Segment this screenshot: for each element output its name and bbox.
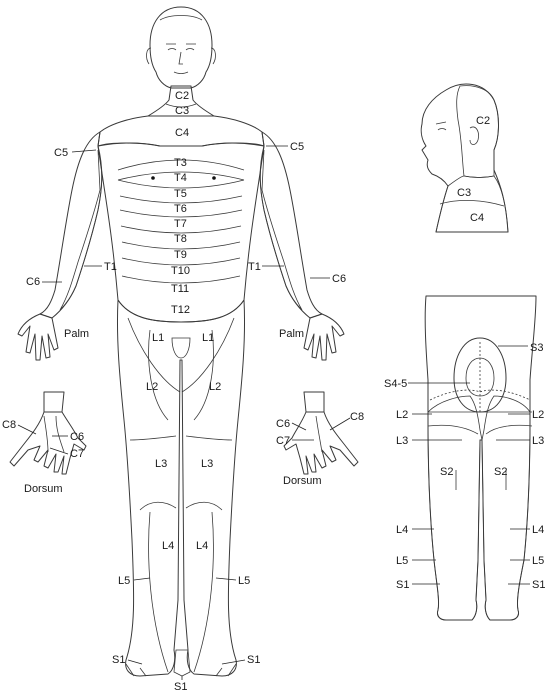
label-t1-right: T1: [248, 261, 261, 273]
dorsum-left-caption: Dorsum: [24, 483, 63, 495]
head-profile-label-c4: C4: [470, 212, 484, 224]
back-label-s2-right: S2: [494, 466, 507, 478]
right-arm: [259, 131, 323, 319]
front-labels: C2 C3 C4 C5 C5 T3 T4 T5 T6 T7 T8 T9 T10 …: [26, 90, 346, 693]
label-t12: T12: [171, 304, 190, 316]
label-l2-left: L2: [146, 381, 158, 393]
dorsum-right-hand-shape: [283, 411, 359, 475]
back-label-s3: S3: [530, 342, 543, 354]
label-c6-left: C6: [26, 276, 40, 288]
label-c2: C2: [175, 90, 189, 102]
back-label-l5-right: L5: [532, 555, 544, 567]
right-palm: [303, 313, 345, 361]
head-profile: C2 C3 C4: [420, 83, 509, 233]
back-label-l4-right: L4: [532, 524, 544, 536]
dorsum-right-caption: Dorsum: [283, 475, 322, 487]
left-palm: [17, 313, 59, 361]
back-label-l2-right: L2: [532, 409, 544, 421]
label-l5-right: L5: [238, 575, 250, 587]
label-c5-right: C5: [290, 141, 304, 153]
dorsum-left-hand-shape: [9, 411, 87, 475]
label-t11: T11: [171, 283, 189, 295]
dorsum-right-label-c8: C8: [350, 411, 364, 423]
front-head: [149, 6, 213, 89]
front-body-figure: [17, 6, 345, 677]
label-l4-left: L4: [162, 540, 174, 552]
head-profile-label-c3: C3: [457, 187, 471, 199]
label-s1-right: S1: [247, 654, 260, 666]
dorsum-left-hand: C8 C6 C7 Dorsum: [2, 391, 87, 495]
back-label-s45: S4-5: [384, 378, 407, 390]
dorsum-left-label-c8: C8: [2, 419, 16, 431]
dorsum-right-label-c7: C7: [276, 435, 290, 447]
left-arm-t1-strip: [59, 149, 103, 311]
legs-lumbar: [116, 299, 246, 677]
label-t7: T7: [174, 218, 187, 230]
label-t5: T5: [174, 188, 187, 200]
back-legs-sacral: [427, 395, 531, 621]
back-legs-shape: [424, 295, 537, 621]
back-label-l3-right: L3: [532, 435, 544, 447]
head-profile-label-c2: C2: [476, 115, 490, 127]
label-c5-left: C5: [54, 147, 68, 159]
label-t9: T9: [174, 249, 187, 261]
label-c4: C4: [175, 127, 189, 139]
label-l3-right: L3: [201, 458, 213, 470]
label-t1-left: T1: [104, 261, 117, 273]
label-t6: T6: [174, 203, 187, 215]
back-label-l5-left: L5: [396, 555, 408, 567]
label-s1-center: S1: [174, 681, 187, 693]
head-profile-shape: [420, 83, 509, 233]
label-c3: C3: [175, 105, 189, 117]
back-label-s1-left: S1: [396, 579, 409, 591]
label-c6-right: C6: [332, 273, 346, 285]
label-s1-left: S1: [112, 654, 125, 666]
back-label-l3-left: L3: [396, 435, 408, 447]
dorsum-left-label-c7: C7: [70, 448, 84, 460]
label-l5-left: L5: [118, 575, 130, 587]
label-t3: T3: [174, 157, 187, 169]
label-l1-left: L1: [152, 332, 164, 344]
back-label-s1-right: S1: [532, 579, 545, 591]
left-arm: [39, 131, 103, 319]
label-l2-right: L2: [209, 381, 221, 393]
back-label-s2-left: S2: [440, 466, 453, 478]
label-palm-right: Palm: [279, 328, 304, 340]
label-t8: T8: [174, 233, 187, 245]
label-l3-left: L3: [155, 458, 167, 470]
thoracic-bands: [117, 159, 245, 284]
back-label-l4-left: L4: [396, 524, 408, 536]
back-legs-figure: S3 S4-5 L2 L2 L3 L3 S2 S2 L4 L4 L5 L5 S1…: [384, 295, 545, 621]
label-l1-right: L1: [202, 332, 214, 344]
label-l4-right: L4: [196, 540, 208, 552]
label-t4: T4: [174, 172, 187, 184]
dorsum-left-label-c6: C6: [70, 431, 84, 443]
label-palm-left: Palm: [64, 328, 89, 340]
label-t10: T10: [171, 265, 190, 277]
right-arm-t1-strip: [259, 149, 303, 311]
back-label-l2-left: L2: [396, 409, 408, 421]
head-profile-c3-c4: [435, 175, 509, 233]
dorsum-right-hand: C6 C8 C7 Dorsum: [276, 391, 364, 487]
dorsum-right-label-c6: C6: [276, 418, 290, 430]
